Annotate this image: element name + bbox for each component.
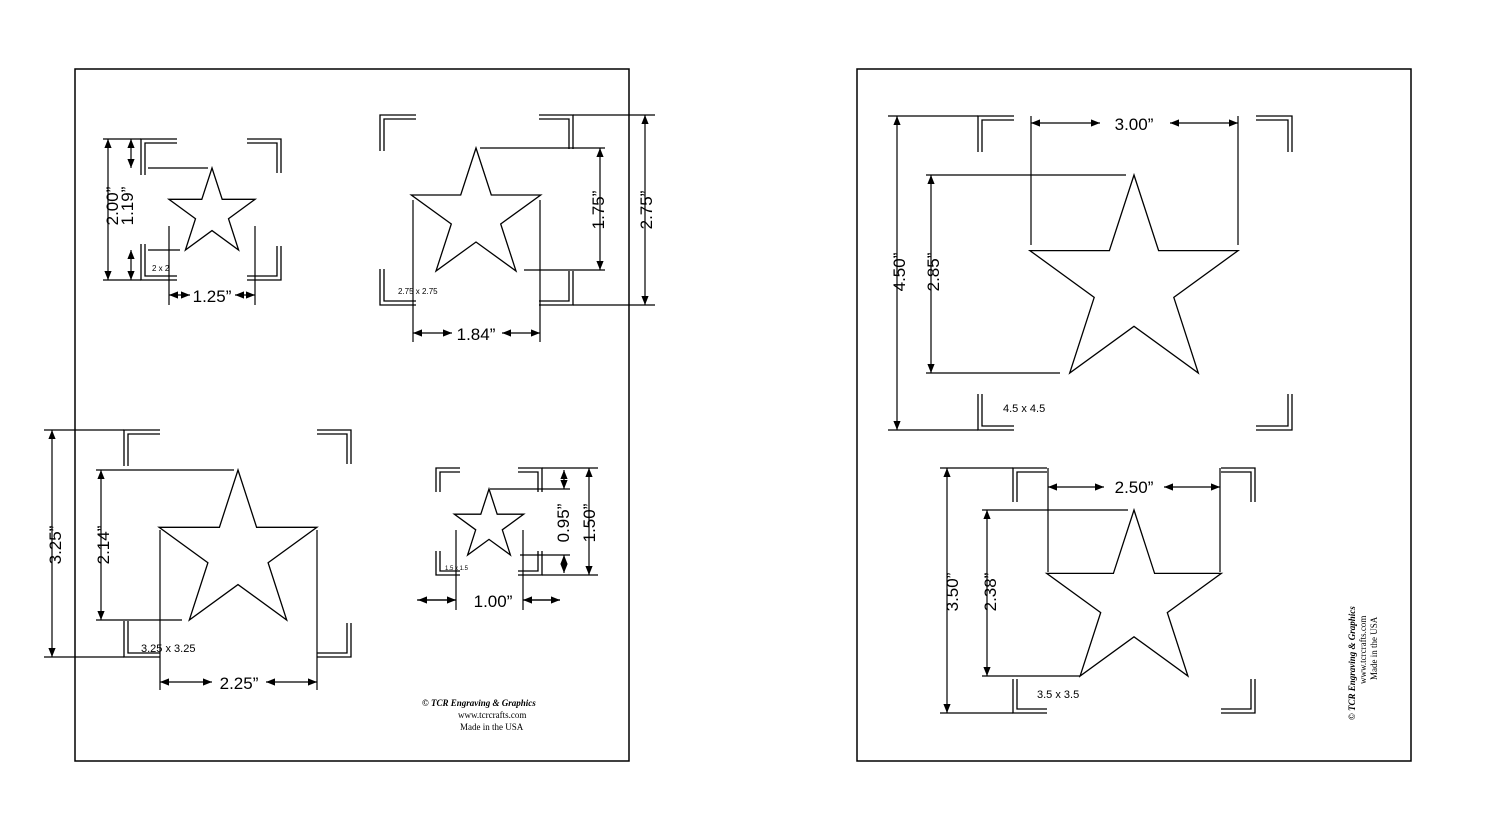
overall-dim-15: 1.50” [580,503,599,542]
bracket-275-br [539,271,574,306]
right-sheet [856,68,1412,762]
bracket-325-tr [317,429,352,464]
right-footer-company: © TCR Engraving & Graphics [1347,606,1357,720]
size-label-325: 3.25 x 3.25 [141,643,195,655]
star-45 [1027,172,1241,375]
bracket-2x2-br [247,246,282,281]
overall-dim-35: 3.50” [943,572,962,611]
bracket-275-bl [379,269,416,306]
width-dim-35: 2.50” [1115,478,1154,497]
width-dim-325: 2.25” [220,674,259,693]
width-dim-275: 1.84” [457,325,496,344]
bracket-2x2-tl [140,138,177,175]
width-dim-15: 1.00” [474,592,513,611]
size-label-2x2: 2 x 2 [152,264,170,273]
bracket-2x2-tr [247,138,282,173]
left-sheet [74,68,630,762]
bracket-325-tl [123,429,160,466]
star-275 [409,145,543,273]
bracket-35-tl [1012,467,1047,502]
overall-dim-275: 2.75” [637,190,656,229]
left-footer-website: www.tcrcrafts.com [458,710,526,720]
star-2x2 [166,165,258,252]
bracket-45-br [1256,394,1293,431]
size-label-35: 3.5 x 3.5 [1037,689,1079,701]
star-height-dim-45: 2.85” [924,252,943,291]
star-325 [157,467,319,622]
star-height-dim-35: 2.38” [981,572,1000,611]
width-dim-2x2: 1.25” [193,287,232,306]
star-height-dim-2x2: 1.19” [118,186,137,225]
overall-dim-45: 4.50” [890,252,909,291]
bracket-45-tr [1256,115,1293,152]
overall-dim-325: 3.25” [46,525,65,564]
bracket-325-br [317,623,352,658]
size-label-45: 4.5 x 4.5 [1003,403,1045,415]
width-dim-45: 3.00” [1115,115,1154,134]
star-height-dim-15: 0.95” [554,503,573,542]
bracket-45-tl [977,115,1014,152]
star-height-dim-275: 1.75” [589,190,608,229]
star-35 [1044,507,1224,678]
right-footer-origin: Made in the USA [1369,616,1379,680]
bracket-15-bl [435,551,460,576]
bracket-275-tl [379,114,416,151]
right-footer-website: www.tcrcrafts.com [1358,616,1368,684]
star-height-dim-325: 2.14” [94,525,113,564]
left-footer-origin: Made in the USA [460,722,524,732]
bracket-15-tl [435,467,460,492]
bracket-35-br [1221,679,1256,714]
star-15 [452,486,526,557]
bracket-275-tr [539,114,574,149]
overall-dim-2x2: 2.00” [103,186,122,225]
bracket-35-tr [1221,467,1256,502]
left-footer-company: © TCR Engraving & Graphics [422,698,536,708]
size-label-15: 1.5 x 1.5 [445,566,469,572]
size-label-275: 2.75 x 2.75 [398,287,438,296]
